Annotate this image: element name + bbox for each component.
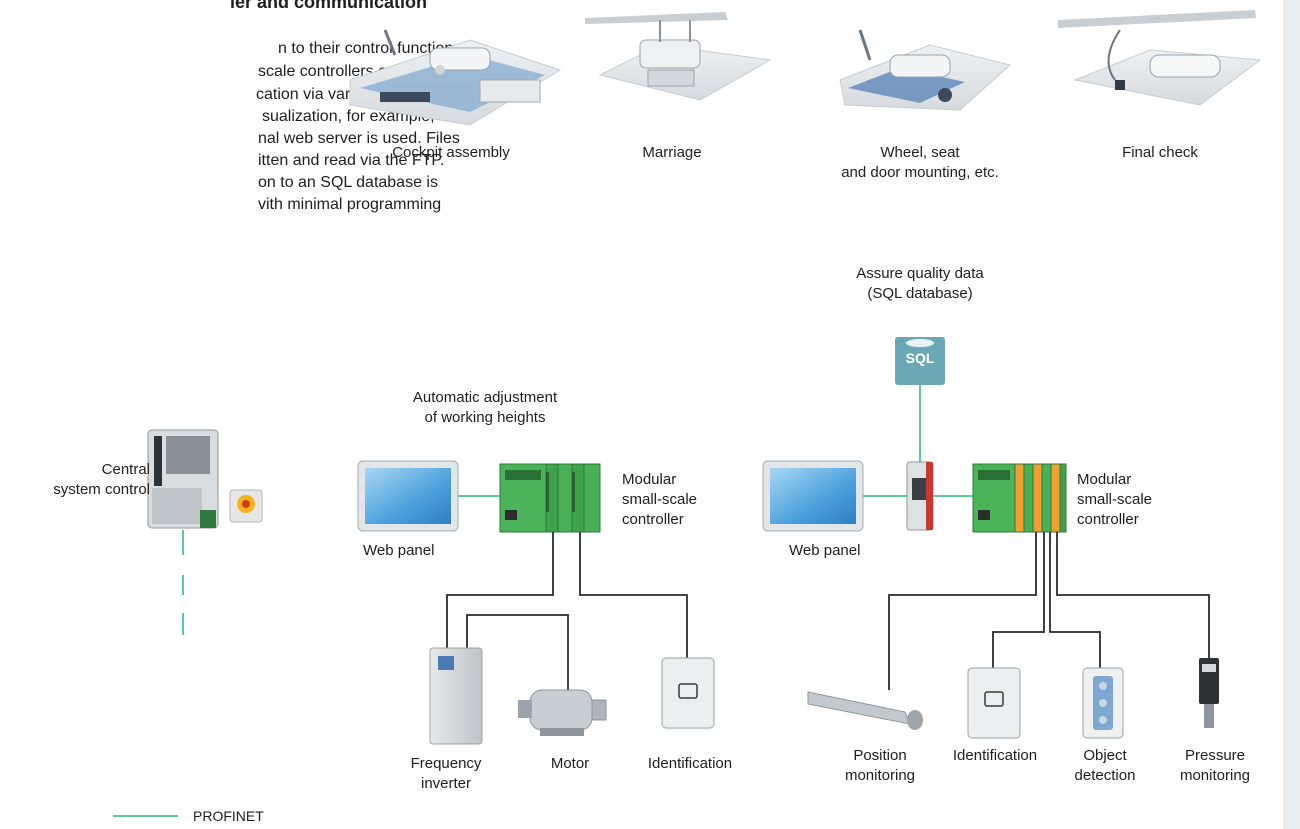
frequency-inverter-image bbox=[429, 647, 483, 745]
cables-right bbox=[888, 532, 1210, 690]
object-detection-image bbox=[1082, 667, 1124, 739]
page-edge-bar bbox=[1283, 0, 1300, 829]
sql-database-icon bbox=[895, 337, 945, 385]
intro-line: nal web server is used. Files bbox=[258, 130, 460, 147]
identification-right-image bbox=[967, 667, 1021, 739]
intro-line: vith minimal programming bbox=[258, 196, 442, 213]
network-switch-image bbox=[906, 461, 934, 531]
modular-controller-right bbox=[972, 463, 1067, 533]
web-panel-right bbox=[762, 460, 864, 532]
identification-left-image bbox=[661, 657, 715, 729]
web-panel-label-left: Web panel bbox=[363, 542, 435, 559]
intro-title: ler and communication bbox=[230, 0, 428, 12]
station-label-wheel-seat-door: Wheel, seat and door mounting, etc. bbox=[841, 144, 999, 181]
station-label-cockpit: Cockpit assembly bbox=[392, 144, 510, 161]
central-system-control-label: Central system control bbox=[53, 461, 150, 498]
intro-line: itten and read via the FTP. bbox=[258, 152, 445, 169]
web-panel-label-right: Web panel bbox=[789, 542, 861, 559]
device-label-frequency-inverter: Frequency inverter bbox=[410, 755, 482, 792]
station-image-marriage bbox=[585, 12, 772, 101]
device-label-motor: Motor bbox=[550, 755, 590, 772]
station-label-final-check: Final check bbox=[1122, 144, 1198, 161]
station-image-final-check bbox=[1058, 10, 1262, 106]
device-label-pressure-monitoring: Pressure monitoring bbox=[1179, 747, 1251, 784]
web-panel-left bbox=[357, 460, 459, 532]
intro-line: on to an SQL database is bbox=[258, 174, 438, 191]
controller-label-right: Modular small-scale controller bbox=[1077, 471, 1153, 528]
device-label-identification-left: Identification bbox=[647, 755, 733, 772]
modular-controller-left bbox=[499, 463, 601, 533]
intro-line: n to their control function, bbox=[278, 40, 458, 57]
legend-profinet-label: PROFINET bbox=[193, 808, 264, 824]
left-cell-heading: Automatic adjustment of working heights bbox=[412, 389, 558, 426]
controller-label-left: Modular small-scale controller bbox=[622, 471, 698, 528]
station-image-cockpit bbox=[349, 29, 562, 126]
sql-icon-label: SQL bbox=[905, 350, 935, 366]
device-label-position-monitoring: Position monitoring bbox=[844, 747, 916, 784]
position-sensor-image bbox=[807, 691, 923, 730]
emergency-stop-icon bbox=[229, 489, 263, 523]
station-label-marriage: Marriage bbox=[642, 144, 702, 161]
central-controller-image bbox=[147, 429, 219, 529]
device-label-identification-right: Identification bbox=[952, 747, 1038, 764]
pressure-sensor-image bbox=[1199, 658, 1219, 728]
station-image-wheel-seat-door bbox=[839, 29, 1012, 111]
device-label-object-detection: Object detection bbox=[1074, 747, 1136, 784]
motor-image bbox=[518, 689, 607, 736]
cables-left bbox=[446, 532, 688, 690]
sql-caption: Assure quality data (SQL database) bbox=[856, 265, 984, 302]
